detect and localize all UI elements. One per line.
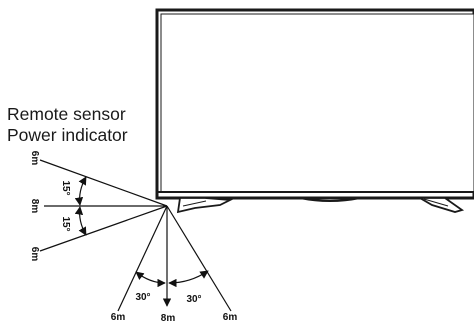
right-distance-label: 6m <box>223 312 238 321</box>
tv-center-logo <box>299 197 361 202</box>
right-angle-label: 30° <box>186 294 201 305</box>
lower-distance-label: 6m <box>29 247 40 262</box>
lower-range-line <box>39 205 168 252</box>
left-angle-arc <box>135 271 166 288</box>
center-distance-label: 8m <box>29 199 40 214</box>
right-range-line <box>166 205 232 312</box>
left-range-line <box>117 205 168 312</box>
right-angle-arc <box>168 270 209 288</box>
tv-illustration <box>155 8 474 214</box>
tv-left-foot <box>176 197 234 214</box>
tv-screen <box>160 13 474 193</box>
vertical-range <box>117 205 232 312</box>
upper-distance-label: 6m <box>29 151 40 166</box>
upper-angle-arc <box>74 176 87 206</box>
upper-angle-label: 15° <box>60 180 71 195</box>
horizontal-range <box>39 159 168 252</box>
left-angle-label: 30° <box>135 292 150 303</box>
upper-range-line <box>39 159 168 207</box>
tv-right-foot <box>416 197 465 213</box>
center-down-distance-label: 8m <box>161 313 176 321</box>
left-distance-label: 6m <box>111 312 126 321</box>
lower-angle-label: 15° <box>60 216 71 231</box>
lower-angle-arc <box>74 206 87 236</box>
remote-sensor-label: Remote sensor <box>7 104 126 124</box>
power-indicator-label: Power indicator <box>7 125 128 145</box>
